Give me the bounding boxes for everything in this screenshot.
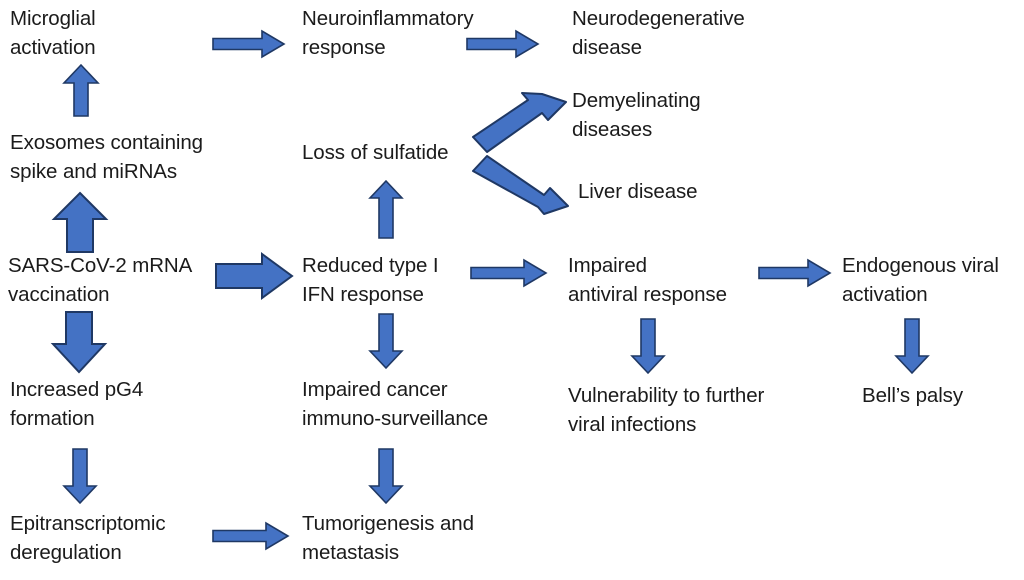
arrow-vaccination-to-reduced-type-i-ifn-response	[214, 252, 294, 300]
node-loss-of-sulfatide: Loss of sulfatide	[302, 141, 449, 164]
node-liver-disease: Liver disease	[578, 180, 698, 203]
arrow-reduced-ifn-to-loss-of-sulfatide	[368, 179, 404, 240]
arrow-increased-pg4-to-epitranscriptomic-deregulation	[62, 448, 98, 505]
arrow-vaccination-to-increased-pg4-formation	[49, 310, 109, 374]
arrow-vaccination-to-exosomes	[51, 191, 109, 254]
arrow-endogenous-viral-activation-to-bells-palsy	[894, 318, 930, 375]
node-neuroinflammatory-response: Neuroinflammatory response	[302, 7, 474, 60]
arrow-impaired-antiviral-to-vulnerability	[630, 318, 666, 375]
arrow-epitranscriptomic-to-tumorigenesis	[212, 521, 290, 551]
arrow-impaired-antiviral-to-endogenous-viral-activation	[758, 258, 832, 288]
arrow-reduced-ifn-to-impaired-antiviral-response	[470, 258, 548, 288]
node-impaired-cancer-immuno-surveillance: Impaired cancer immuno-surveillance	[302, 378, 489, 431]
node-demyelinating-diseases: Demyelinating diseases	[572, 89, 701, 142]
node-epitranscriptomic-deregulation: Epitranscriptomic deregulation	[10, 512, 166, 565]
node-microglial-activation: Microglial activation	[10, 7, 96, 60]
arrow-microglial-activation-to-neuroinflammatory-response	[212, 29, 286, 59]
arrow-exosomes-to-microglial-activation	[62, 63, 100, 118]
node-exosomes-containing-spike-and-mirnas: Exosomes containing spike and miRNAs	[10, 131, 203, 184]
arrow-loss-of-sulfatide-to-liver-disease	[470, 155, 574, 217]
node-endogenous-viral-activation: Endogenous viral activation	[842, 254, 999, 307]
arrow-reduced-ifn-to-impaired-cancer-immuno-surveillance	[368, 313, 404, 370]
arrow-loss-of-sulfatide-to-demyelinating-diseases	[470, 92, 570, 154]
node-reduced-type-i-ifn-response: Reduced type I IFN response	[302, 254, 439, 307]
node-increased-pg4-formation: Increased pG4 formation	[10, 378, 144, 431]
node-impaired-antiviral-response: Impaired antiviral response	[568, 254, 727, 307]
arrow-impaired-cancer-to-tumorigenesis	[368, 448, 404, 505]
node-vulnerability-to-further-viral-infections: Vulnerability to further viral infection…	[568, 384, 765, 437]
node-neurodegenerative-disease: Neurodegenerative disease	[572, 7, 745, 60]
node-sars-cov-2-mrna-vaccination: SARS-CoV-2 mRNA vaccination	[8, 254, 193, 307]
node-tumorigenesis-and-metastasis: Tumorigenesis and metastasis	[302, 512, 474, 565]
node-bells-palsy: Bell’s palsy	[862, 384, 963, 407]
arrow-neuroinflammatory-response-to-neurodegenerative-disease	[466, 29, 540, 59]
